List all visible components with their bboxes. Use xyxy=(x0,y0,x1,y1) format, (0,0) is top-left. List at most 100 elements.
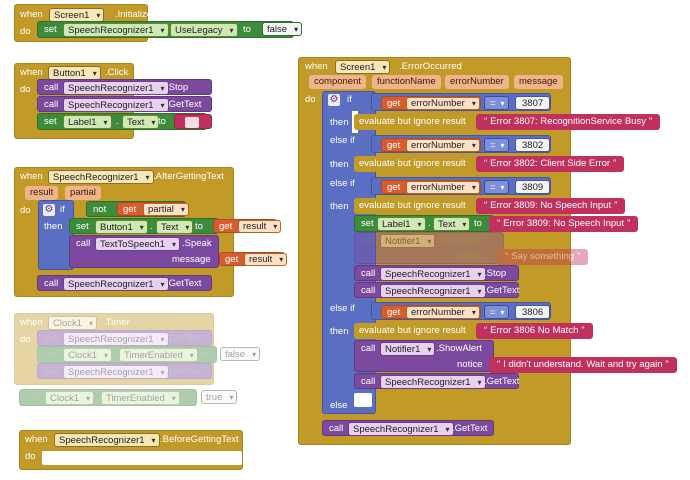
notifier-dropdown[interactable]: Notifier1 xyxy=(380,342,436,357)
variable-dropdown[interactable]: errorNumber xyxy=(406,139,480,152)
error-3807-string[interactable]: Error 3807: RecognitionService Busy xyxy=(476,114,661,130)
empty-text-field[interactable] xyxy=(185,117,199,128)
property-dropdown[interactable]: Text xyxy=(156,220,194,235)
call-gettext-block[interactable]: call SpeechRecognizer1 .GetText xyxy=(354,282,519,299)
set-label-text-block[interactable]: set Label1 . Text to xyxy=(37,113,207,130)
get-errornumber-1[interactable]: get errorNumber xyxy=(381,96,481,110)
compare-block-3[interactable]: get errorNumber = 3809 xyxy=(371,177,551,195)
param-component[interactable]: component xyxy=(309,75,367,89)
property-dropdown[interactable]: UseLegacy xyxy=(170,23,238,38)
param-function-name[interactable]: functionName xyxy=(372,75,441,89)
variable-dropdown[interactable]: result xyxy=(244,253,288,266)
set-uselegacy-block[interactable]: set SpeechRecognizer1 . UseLegacy to xyxy=(37,21,294,38)
gear-icon[interactable]: ⚙ xyxy=(328,94,340,106)
label-text-string[interactable]: Error 3809: No Speech Input xyxy=(489,216,639,232)
component-dropdown[interactable]: SpeechRecognizer1 xyxy=(380,284,486,299)
compare-block-4[interactable]: get errorNumber = 3806 xyxy=(371,302,551,320)
clock1-dropdown[interactable]: Clock1 xyxy=(48,316,98,331)
set-clock-enabled-block[interactable]: set Clock1 . TimerEnabled to xyxy=(19,389,197,406)
notifier-dropdown[interactable]: Notifier1 xyxy=(380,234,436,249)
equals-operator[interactable]: = xyxy=(484,305,509,320)
get-errornumber-4[interactable]: get errorNumber xyxy=(381,305,481,319)
call-gettext-final-block[interactable]: call SpeechRecognizer1 .GetText xyxy=(322,420,494,437)
component-dropdown[interactable]: SpeechRecognizer1 xyxy=(63,98,169,113)
component-dropdown[interactable]: Clock1 xyxy=(63,348,113,363)
error-3802-string[interactable]: Error 3802: Client Side Error xyxy=(476,156,625,172)
param-message[interactable]: message xyxy=(514,75,563,89)
property-dropdown[interactable]: Text xyxy=(433,217,471,232)
component-dropdown[interactable]: SpeechRecognizer1 xyxy=(380,267,486,282)
error-3806-string[interactable]: Error 3806 No Match xyxy=(476,323,593,339)
number-3806[interactable]: 3806 xyxy=(515,305,551,319)
if-block[interactable]: ⚙ if then xyxy=(38,200,74,270)
component-dropdown[interactable]: SpeechRecognizer1 xyxy=(63,23,169,38)
didnt-understand-string[interactable]: I didn't understand. Wait and try again xyxy=(489,357,677,373)
call-stop-block[interactable]: call SpeechRecognizer1 .Stop xyxy=(354,265,519,282)
equals-operator[interactable]: = xyxy=(484,96,509,111)
property-dropdown[interactable]: Text xyxy=(122,115,160,130)
number-3809[interactable]: 3809 xyxy=(515,180,551,194)
get-errornumber-3[interactable]: get errorNumber xyxy=(381,180,481,194)
compare-block-1[interactable]: get errorNumber = 3807 xyxy=(371,93,551,111)
call-speak-block[interactable]: call TextToSpeech1 .Speak message xyxy=(69,235,219,268)
tts-dropdown[interactable]: TextToSpeech1 xyxy=(95,237,180,252)
say-something-string[interactable]: Say something xyxy=(497,249,589,265)
component-dropdown[interactable]: SpeechRecognizer1 xyxy=(63,332,169,347)
call-gettext-block-2[interactable]: call SpeechRecognizer1 .GetText xyxy=(354,373,519,390)
set-timer-enabled-block[interactable]: set Clock1 . TimerEnabled to xyxy=(37,346,217,363)
variable-dropdown[interactable]: errorNumber xyxy=(406,181,480,194)
param-result[interactable]: result xyxy=(25,186,59,200)
compare-block-2[interactable]: get errorNumber = 3802 xyxy=(371,135,551,153)
notifier-showalert-disabled[interactable]: call Notifier1 .ShowAlert notice xyxy=(354,232,504,264)
number-3802[interactable]: 3802 xyxy=(515,138,551,152)
component-dropdown[interactable]: Button1 xyxy=(95,220,148,235)
component-dropdown[interactable]: SpeechRecognizer1 xyxy=(63,365,169,380)
evaluate-block-4[interactable]: evaluate but ignore result xyxy=(354,323,474,339)
equals-operator[interactable]: = xyxy=(484,138,509,153)
call-gettext-block[interactable]: call SpeechRecognizer1 .GetText xyxy=(37,275,212,292)
get-errornumber-2[interactable]: get errorNumber xyxy=(381,138,481,152)
call-gettext-block-2[interactable]: call SpeechRecognizer1 .GetText xyxy=(37,363,212,380)
set-label-text-block[interactable]: set Label1 . Text to xyxy=(354,215,494,232)
get-partial-block[interactable]: get partial xyxy=(117,202,189,216)
screen1-dropdown[interactable]: Screen1 xyxy=(335,60,391,75)
button1-dropdown[interactable]: Button1 xyxy=(48,66,101,81)
false-value[interactable]: false xyxy=(220,347,261,362)
component-dropdown[interactable]: SpeechRecognizer1 xyxy=(63,81,169,96)
param-error-number[interactable]: errorNumber xyxy=(445,75,509,89)
get-result-block[interactable]: get result xyxy=(213,219,282,233)
component-dropdown[interactable]: Label1 xyxy=(63,115,112,130)
variable-dropdown[interactable]: errorNumber xyxy=(406,97,480,110)
variable-dropdown[interactable]: partial xyxy=(143,203,189,216)
property-dropdown[interactable]: TimerEnabled xyxy=(119,348,198,363)
true-value[interactable]: true xyxy=(201,390,238,405)
screen1-dropdown[interactable]: Screen1 xyxy=(49,8,105,23)
recognizer-dropdown[interactable]: SpeechRecognizer1 xyxy=(54,433,160,448)
notifier-showalert-block[interactable]: call Notifier1 .ShowAlert notice xyxy=(354,340,494,372)
number-3807[interactable]: 3807 xyxy=(515,96,551,110)
error-3809-string[interactable]: Error 3809: No Speech Input xyxy=(476,198,626,214)
recognizer-dropdown[interactable]: SpeechRecognizer1 xyxy=(48,170,154,185)
false-value[interactable]: false xyxy=(262,22,303,37)
before-getting-text-event-block[interactable]: when SpeechRecognizer1 .BeforeGettingTex… xyxy=(19,430,243,470)
call-gettext-block[interactable]: call SpeechRecognizer1 .GetText xyxy=(37,330,212,347)
set-button-text-block[interactable]: set Button1 . Text to xyxy=(69,218,219,235)
component-dropdown[interactable]: Clock1 xyxy=(45,391,95,406)
call-stop-block[interactable]: call SpeechRecognizer1 .Stop xyxy=(37,79,212,96)
gear-icon[interactable]: ⚙ xyxy=(43,204,55,216)
equals-operator[interactable]: = xyxy=(484,180,509,195)
evaluate-block-2[interactable]: evaluate but ignore result xyxy=(354,156,474,172)
call-gettext-block[interactable]: call SpeechRecognizer1 .GetText xyxy=(37,96,212,113)
param-partial[interactable]: partial xyxy=(65,186,101,200)
get-result-message-block[interactable]: get result xyxy=(219,252,288,266)
property-dropdown[interactable]: TimerEnabled xyxy=(101,391,180,406)
evaluate-block-1[interactable]: evaluate but ignore result xyxy=(354,114,474,130)
empty-string-block[interactable] xyxy=(174,114,212,129)
component-dropdown[interactable]: SpeechRecognizer1 xyxy=(63,277,169,292)
component-dropdown[interactable]: Label1 xyxy=(377,217,426,232)
variable-dropdown[interactable]: result xyxy=(238,220,282,233)
component-dropdown[interactable]: SpeechRecognizer1 xyxy=(380,375,486,390)
component-dropdown[interactable]: SpeechRecognizer1 xyxy=(348,422,454,437)
variable-dropdown[interactable]: errorNumber xyxy=(406,306,480,319)
evaluate-block-3[interactable]: evaluate but ignore result xyxy=(354,198,474,214)
